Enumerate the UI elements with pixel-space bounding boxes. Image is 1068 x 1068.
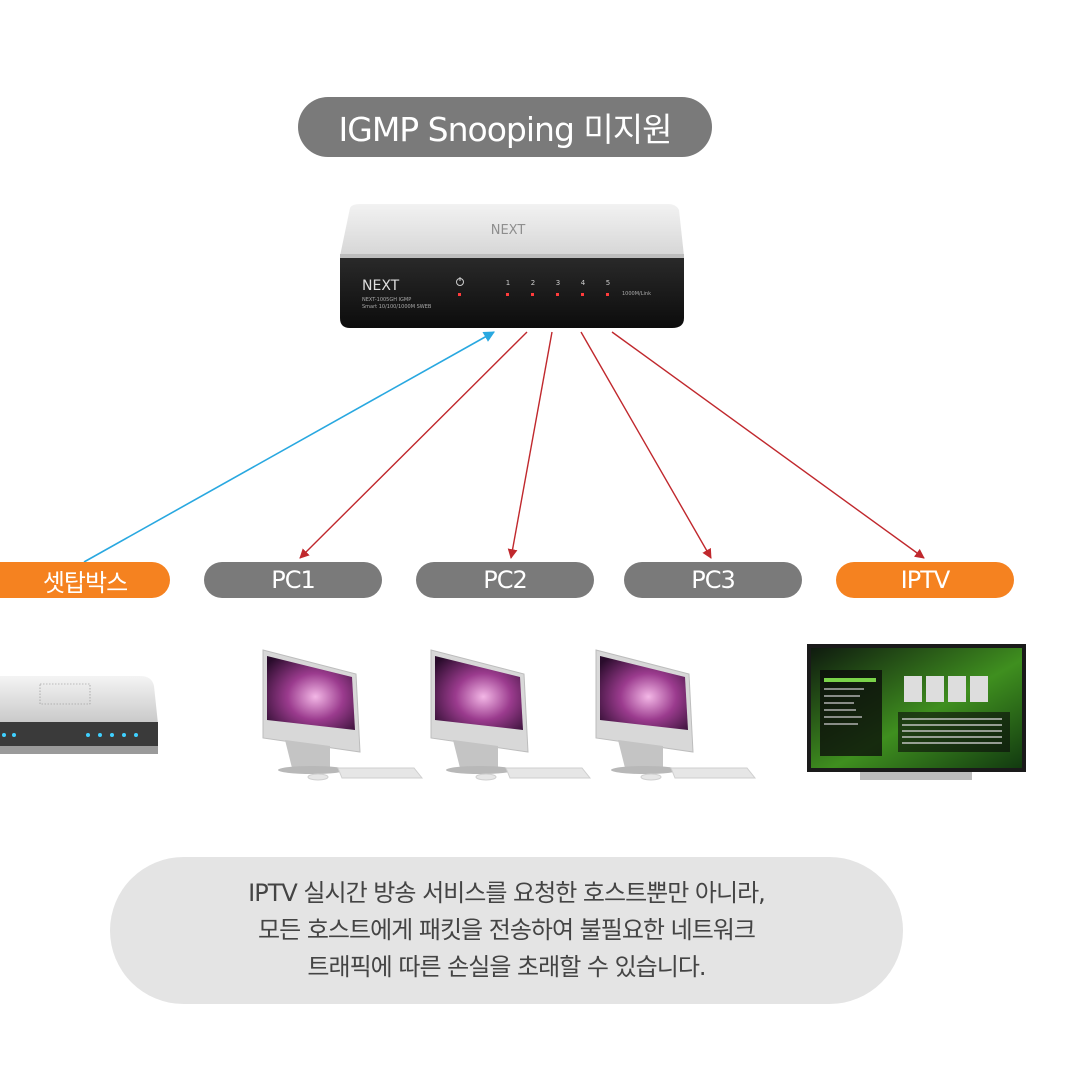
label-pc1: PC1 [204, 562, 382, 598]
description-box: IPTV 실시간 방송 서비스를 요청한 호스트뿐만 아니라, 모든 호스트에게… [110, 857, 903, 1004]
broadcast-arrow-pc3 [580, 331, 712, 559]
pc1-image [262, 649, 424, 781]
broadcast-arrow-iptv [611, 331, 925, 559]
svg-text:4: 4 [581, 279, 586, 287]
switch-link-label: 1000M/Link [622, 291, 651, 297]
switch-port-4: 4 [581, 279, 586, 296]
page-title: IGMP Snooping 미지원 [298, 97, 712, 157]
switch-port-3: 3 [556, 279, 560, 296]
description-line-1: IPTV 실시간 방송 서비스를 요청한 호스트뿐만 아니라, [248, 879, 766, 907]
network-switch: NEXT NEXT NEXT-1005GH IGMP Smart 10/100/… [340, 204, 684, 328]
switch-brand-logo: NEXT [362, 278, 400, 294]
svg-text:5: 5 [606, 279, 610, 287]
switch-port-1: 1 [506, 279, 510, 296]
request-arrow-settop [83, 331, 495, 563]
broadcast-arrow-pc2 [507, 331, 553, 559]
switch-model-line1: NEXT-1005GH IGMP [362, 297, 411, 303]
settop-box-image [0, 676, 158, 754]
switch-model-line2: Smart 10/100/1000M SWEB [362, 304, 432, 310]
svg-text:2: 2 [531, 279, 535, 287]
power-icon [456, 277, 464, 296]
pc2-image [430, 649, 592, 781]
svg-text:3: 3 [556, 279, 560, 287]
svg-text:1: 1 [506, 279, 510, 287]
switch-port-2: 2 [531, 279, 535, 296]
switch-port-5: 5 [606, 279, 610, 296]
description-line-3: 트래픽에 따른 손실을 초래할 수 있습니다. [307, 953, 706, 981]
switch-top-logo: NEXT [491, 223, 526, 238]
label-pc3: PC3 [624, 562, 802, 598]
label-iptv: IPTV [836, 562, 1014, 598]
pc3-image [595, 649, 757, 781]
description-line-2: 모든 호스트에게 패킷을 전송하여 불필요한 네트워크 [258, 916, 756, 944]
label-pc2: PC2 [416, 562, 594, 598]
broadcast-arrow-pc1 [299, 331, 528, 559]
label-settop-box: 셋탑박스 [0, 562, 170, 598]
iptv-image [807, 644, 1026, 780]
